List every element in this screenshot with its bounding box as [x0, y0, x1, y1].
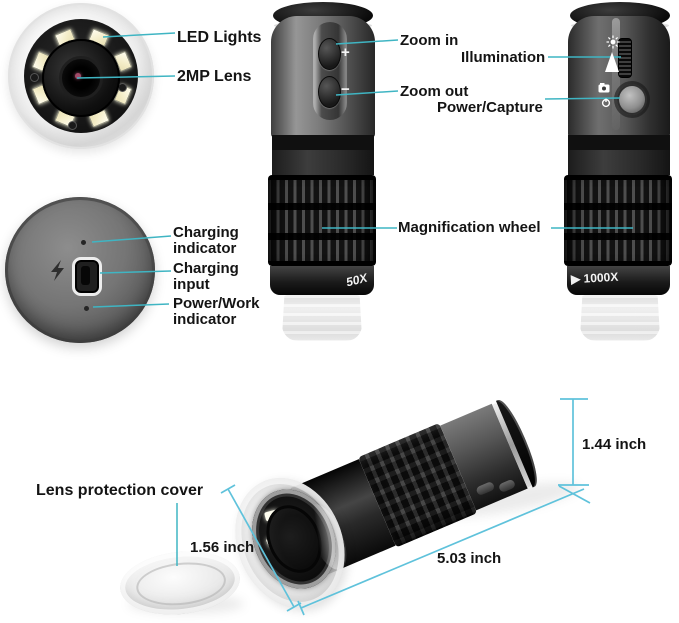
lens-protection-cover-attached: [282, 295, 362, 341]
magnification-wheel: [564, 175, 672, 266]
lens-diameter-label: 1.56 inch: [190, 539, 255, 556]
body-length-label: 5.03 inch: [437, 550, 502, 567]
screw: [30, 73, 39, 82]
power-capture-label: Power/Capture: [437, 99, 543, 116]
plus-icon: +: [341, 44, 350, 61]
body-height-label: 1.44 inch: [582, 436, 647, 453]
neck-band: [272, 135, 374, 150]
illumination-slider: [618, 38, 632, 78]
minus-icon: −: [341, 81, 350, 98]
panel-edge-ridge: [612, 18, 620, 130]
bottom-cap-view: [5, 197, 157, 345]
zoom-out-label: Zoom out: [400, 83, 469, 100]
nose-band: [270, 266, 374, 295]
camera-lens: [59, 56, 103, 100]
power-work-indicator-label: Power/Work indicator: [173, 295, 260, 328]
magnification-marking: ▶ 1000X: [570, 269, 619, 287]
lens-reflection-dot: [75, 73, 81, 79]
usb-charging-port: [72, 257, 102, 296]
neck-section: [272, 150, 374, 175]
neck-section: [568, 150, 670, 175]
screw: [68, 121, 77, 130]
zoom-in-label: Zoom in: [400, 32, 459, 49]
charging-indicator-led: [81, 240, 86, 245]
nose-band: [567, 266, 670, 295]
mp-lens-label: 2MP Lens: [177, 68, 252, 85]
lens-protection-cover-attached: [580, 295, 660, 341]
magnification-wheel: [268, 175, 376, 266]
zoom-in-button: [318, 38, 341, 70]
microscope-horizontal-view: [215, 392, 598, 623]
microscope-front-view: + − 50X: [268, 2, 380, 344]
lens-face-view: [8, 3, 158, 153]
power-capture-button: [617, 84, 647, 115]
charging-indicator-label: Charging indicator: [173, 224, 239, 257]
zoom-out-button: [318, 76, 341, 108]
usb-slot: [81, 266, 90, 285]
neck-band: [568, 135, 670, 150]
power-work-indicator-led: [84, 306, 89, 311]
led-lights-label: LED Lights: [177, 29, 262, 46]
charging-input-label: Charging input: [173, 260, 239, 293]
lens-protection-cover-label: Lens protection cover: [36, 482, 204, 499]
illumination-label: Illumination: [461, 49, 546, 66]
cover-inner-rim: [134, 558, 229, 610]
magnification-wheel-label: Magnification wheel: [398, 219, 541, 236]
microscope-side-view: ▶ 1000X: [562, 2, 676, 344]
